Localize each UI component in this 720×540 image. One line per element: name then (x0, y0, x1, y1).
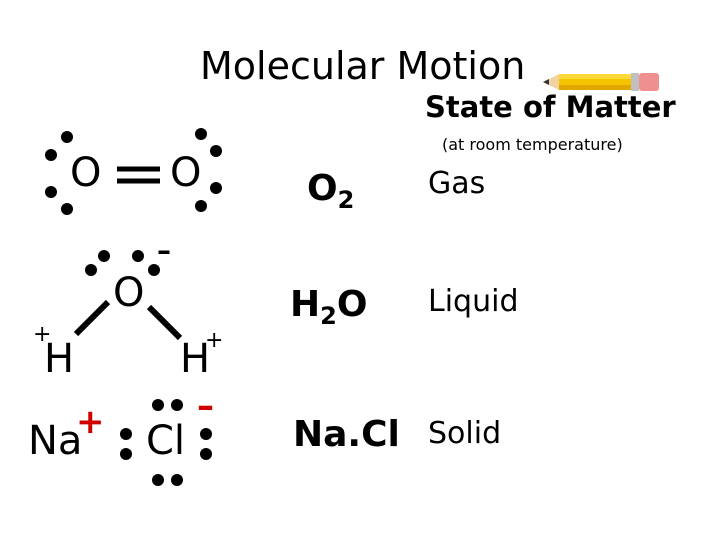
water-hydrogen-right-charge: + (205, 328, 224, 353)
water-hydrogen-left-charge: + (33, 322, 52, 347)
state-of-matter-header: State of Matter (425, 90, 676, 124)
formula-oxygen: O2 (307, 168, 355, 214)
page-title: Molecular Motion (200, 44, 526, 88)
water-hydrogen-left-atom: H (44, 336, 75, 382)
water-oxygen-electrons (85, 250, 160, 276)
room-temperature-note: (at room temperature) (442, 135, 623, 154)
formula-water: H2O (290, 284, 368, 330)
oxygen-left-electrons (45, 131, 73, 215)
oxygen-left-atom: O (70, 150, 102, 196)
oxygen-double-bond (117, 166, 160, 184)
state-liquid: Liquid (428, 284, 519, 319)
water-oxygen-atom: O (113, 270, 145, 316)
sodium-atom: Na (28, 418, 83, 464)
chlorine-electrons (120, 399, 212, 486)
state-solid: Solid (428, 416, 502, 451)
oxygen-right-electrons (195, 128, 222, 212)
water-bonds (73, 299, 183, 341)
state-gas: Gas (428, 166, 486, 201)
sodium-charge: + (76, 402, 105, 442)
oxygen-right-atom: O (170, 150, 202, 196)
chlorine-atom: Cl (146, 418, 186, 464)
chlorine-charge: – (197, 386, 214, 426)
water-oxygen-charge: – (157, 234, 171, 267)
pencil-icon (543, 73, 659, 91)
formula-sodium-chloride: Na.Cl (293, 414, 400, 455)
water-hydrogen-right-atom: H (180, 336, 211, 382)
